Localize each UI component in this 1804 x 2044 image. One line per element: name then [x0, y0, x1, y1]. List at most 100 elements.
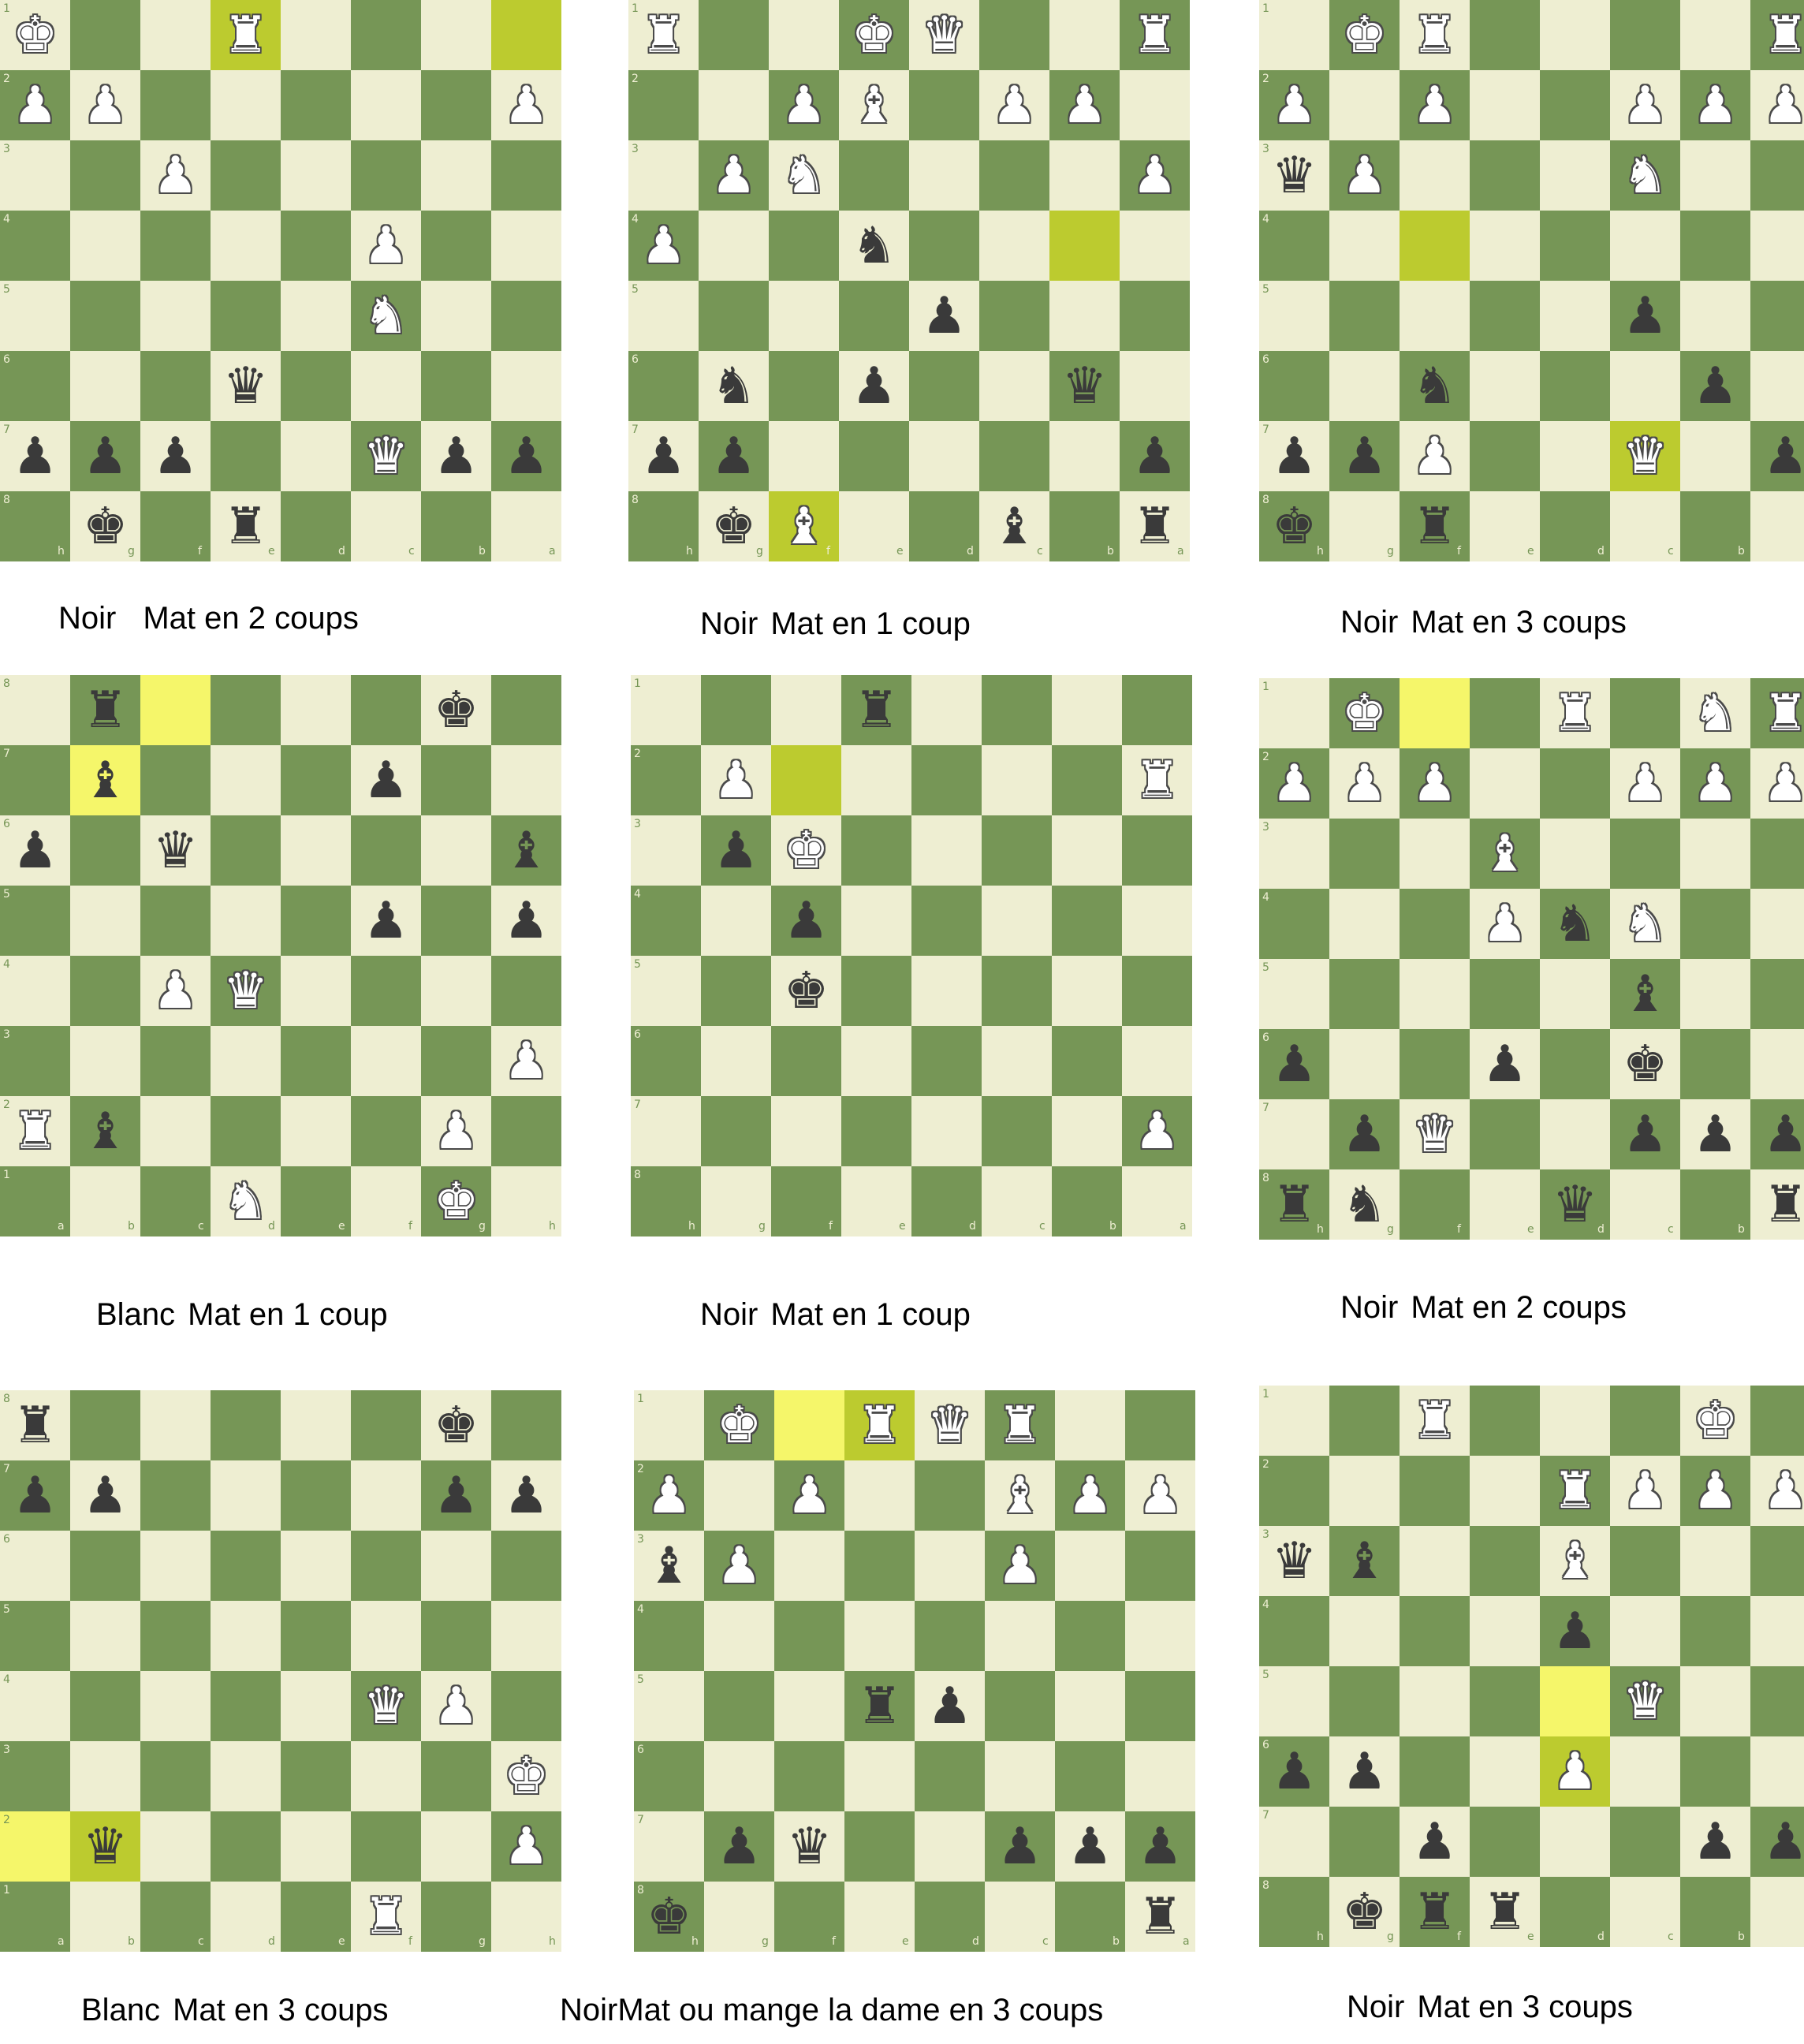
square-h5[interactable] [491, 1601, 561, 1672]
square-g7[interactable] [1329, 1807, 1400, 1878]
square-h2[interactable] [0, 70, 71, 141]
square-g8[interactable] [704, 1882, 775, 1952]
square-a4[interactable] [0, 1671, 71, 1742]
square-c2[interactable] [1610, 748, 1681, 819]
square-h7[interactable] [491, 1460, 561, 1531]
square-h4[interactable] [491, 956, 561, 1027]
square-b2[interactable] [70, 1811, 141, 1882]
square-g7[interactable] [421, 745, 492, 816]
square-g6[interactable] [1329, 1029, 1400, 1100]
square-d7[interactable] [211, 745, 281, 816]
square-a7[interactable] [1125, 1811, 1195, 1882]
square-h8[interactable] [1259, 491, 1330, 561]
black-bishop-icon[interactable]: ♝ [646, 1536, 692, 1595]
square-e3[interactable] [1470, 1526, 1541, 1597]
black-queen-icon[interactable]: ♛ [1271, 1531, 1318, 1591]
black-king-icon[interactable]: ♚ [1271, 497, 1318, 556]
square-e8[interactable] [281, 675, 352, 746]
black-rook-icon[interactable]: ♜ [853, 681, 900, 740]
square-e8[interactable] [841, 1166, 912, 1236]
square-b2[interactable] [1052, 745, 1123, 816]
square-e5[interactable] [211, 281, 281, 352]
square-f1[interactable] [769, 0, 840, 71]
square-d2[interactable] [911, 745, 982, 816]
square-e6[interactable] [1470, 1029, 1541, 1100]
white-pawn-icon[interactable]: ♟ [991, 76, 1038, 135]
square-h8[interactable] [628, 491, 699, 561]
black-knight-icon[interactable]: ♞ [1411, 356, 1458, 416]
square-g6[interactable] [1329, 1736, 1400, 1807]
square-a1[interactable] [1125, 1390, 1195, 1461]
white-pawn-icon[interactable]: ♟ [640, 216, 687, 275]
black-pawn-icon[interactable]: ♟ [433, 1466, 479, 1525]
square-b8[interactable] [1680, 491, 1751, 561]
white-pawn-icon[interactable]: ♟ [1482, 894, 1528, 953]
square-h4[interactable] [0, 211, 71, 282]
square-b3[interactable] [1680, 1526, 1751, 1597]
square-d6[interactable] [915, 1741, 986, 1812]
square-c1[interactable] [979, 0, 1050, 71]
square-b3[interactable] [1680, 819, 1751, 890]
square-d3[interactable] [211, 1026, 281, 1097]
black-queen-icon[interactable]: ♛ [1061, 356, 1108, 416]
square-h2[interactable] [631, 745, 702, 816]
square-d6[interactable] [1540, 1736, 1611, 1807]
square-g5[interactable] [704, 1671, 775, 1742]
square-e2[interactable] [844, 1460, 915, 1531]
square-h1[interactable] [1259, 678, 1330, 749]
square-f2[interactable] [771, 745, 842, 816]
white-queen-icon[interactable]: ♛ [1411, 1105, 1458, 1164]
square-g6[interactable] [1329, 351, 1400, 422]
square-a8[interactable] [491, 491, 561, 561]
black-pawn-icon[interactable]: ♟ [997, 1817, 1043, 1876]
square-h7[interactable] [634, 1811, 705, 1882]
square-a4[interactable] [1120, 211, 1190, 282]
square-d8[interactable] [1540, 1877, 1611, 1947]
square-d1[interactable] [281, 0, 352, 71]
square-c4[interactable] [1610, 211, 1681, 282]
square-g1[interactable] [704, 1390, 775, 1461]
square-g1[interactable] [1329, 1386, 1400, 1457]
square-b5[interactable] [70, 886, 141, 957]
white-pawn-icon[interactable]: ♟ [646, 1466, 692, 1525]
square-d8[interactable] [909, 491, 980, 561]
white-pawn-icon[interactable]: ♟ [1131, 146, 1178, 205]
white-rook-icon[interactable]: ♜ [1411, 1391, 1458, 1450]
square-e4[interactable] [844, 1601, 915, 1672]
square-b4[interactable] [1680, 211, 1751, 282]
white-pawn-icon[interactable]: ♟ [1692, 1461, 1739, 1520]
square-h6[interactable] [1259, 1029, 1330, 1100]
square-b7[interactable] [1052, 1096, 1123, 1167]
square-c6[interactable] [982, 1026, 1053, 1097]
square-c7[interactable] [1610, 1099, 1681, 1170]
square-f7[interactable] [351, 745, 422, 816]
square-f6[interactable] [1400, 1029, 1470, 1100]
black-king-icon[interactable]: ♚ [433, 1396, 479, 1455]
square-g7[interactable] [1329, 421, 1400, 492]
square-g1[interactable] [421, 1882, 492, 1952]
square-e7[interactable] [281, 745, 352, 816]
square-d1[interactable] [1540, 1386, 1611, 1457]
white-pawn-icon[interactable]: ♟ [503, 1817, 550, 1876]
black-rook-icon[interactable]: ♜ [856, 1677, 903, 1736]
white-pawn-icon[interactable]: ♟ [1762, 1461, 1804, 1520]
square-c3[interactable] [351, 140, 422, 211]
square-f3[interactable] [771, 815, 842, 886]
square-e4[interactable] [839, 211, 910, 282]
square-c7[interactable] [140, 1460, 211, 1531]
square-c7[interactable] [979, 421, 1050, 492]
square-e5[interactable] [281, 1601, 352, 1672]
square-d6[interactable] [1540, 1029, 1611, 1100]
black-bishop-icon[interactable]: ♝ [82, 751, 129, 810]
square-f1[interactable] [774, 1390, 845, 1461]
black-queen-icon[interactable]: ♛ [786, 1817, 833, 1876]
square-a8[interactable] [0, 675, 71, 746]
square-d2[interactable] [211, 1096, 281, 1167]
black-queen-icon[interactable]: ♛ [1271, 146, 1318, 205]
white-rook-icon[interactable]: ♜ [1552, 684, 1598, 743]
square-b4[interactable] [70, 956, 141, 1027]
square-g7[interactable] [699, 421, 770, 492]
black-pawn-icon[interactable]: ♟ [1131, 427, 1178, 486]
square-g3[interactable] [421, 1741, 492, 1812]
square-a5[interactable] [1120, 281, 1190, 352]
